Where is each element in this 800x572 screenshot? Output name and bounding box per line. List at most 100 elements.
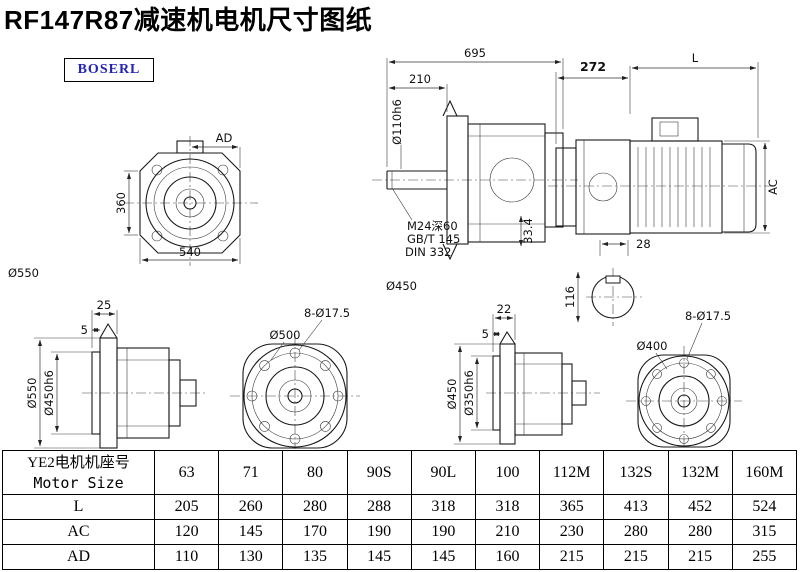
- dim-bcd-400-label: Ø400: [636, 339, 667, 353]
- dim-od-550: Ø550: [25, 337, 100, 449]
- dim-540-label: 540: [179, 245, 201, 259]
- size-col-header: 63: [153, 450, 220, 495]
- dim-272: 272: [555, 59, 631, 144]
- size-col-header: 90L: [410, 450, 476, 495]
- dim-116: 116: [563, 271, 581, 323]
- row-label-AC: AC: [2, 519, 155, 545]
- shaft-section-view: 28 116: [563, 237, 651, 326]
- cell-AC: 210: [474, 519, 541, 545]
- dim-210-label: 210: [409, 72, 431, 86]
- cell-AD: 145: [346, 544, 412, 570]
- cell-AD: 215: [539, 544, 605, 570]
- dim-spigot-450h6: Ø450h6: [42, 351, 92, 435]
- dim-spigot-350h6: Ø350h6: [462, 355, 493, 431]
- dim-ad: AD: [191, 131, 241, 168]
- cell-AC: 190: [410, 519, 476, 545]
- dim-5a: 5: [81, 323, 101, 337]
- dim-5a-label: 5: [81, 323, 88, 337]
- dim-spigot-450h6-label: Ø450h6: [42, 370, 56, 416]
- dim-bcd-500: Ø500: [269, 328, 301, 361]
- flange-outline: [139, 152, 241, 254]
- page-title: RF147R87减速机电机尺寸图纸: [4, 5, 373, 35]
- cell-AD: 215: [603, 544, 669, 570]
- dim-shaft-dia-label: Ø110h6: [390, 99, 404, 145]
- dim-22: 22: [492, 302, 516, 352]
- view-side-flange450: 22 5 Ø350h6 Ø450: [445, 302, 600, 445]
- dim-334: 33.4: [518, 215, 535, 247]
- label-flange-450: Ø450: [386, 279, 417, 293]
- table-header-row: YE2电机机座号 Motor Size 63 71 80 90S 90L 100…: [2, 450, 798, 495]
- dim-shaft-dia: Ø110h6: [390, 99, 404, 169]
- cell-AC: 120: [153, 519, 220, 545]
- cell-AD: 145: [410, 544, 476, 570]
- dim-holes-400: 8-Ø17.5: [685, 309, 731, 360]
- note-gbt145: GB/T 145: [407, 232, 460, 246]
- view-side-motor: 272 L AC: [548, 51, 780, 326]
- note-tapped-hole: M24深60 GB/T 145 DIN 332: [391, 187, 460, 259]
- dim-od-450: Ø450: [445, 343, 500, 445]
- cell-L: 413: [603, 494, 669, 520]
- size-col-header: 160M: [731, 450, 798, 495]
- cell-L: 260: [218, 494, 284, 520]
- note-din332: DIN 332: [405, 245, 451, 259]
- size-col-header: 80: [282, 450, 348, 495]
- cell-AC: 145: [218, 519, 284, 545]
- dim-od-450-label: Ø450: [445, 378, 459, 409]
- dim-spigot-350h6-label: Ø350h6: [462, 370, 476, 416]
- cell-AD: 215: [667, 544, 733, 570]
- dim-holes-550: 8-Ø17.5: [298, 306, 350, 351]
- terminal-box: [651, 117, 699, 142]
- technical-drawing: AD 360 540 Ø550: [8, 46, 780, 449]
- keyway: [605, 275, 621, 284]
- cell-L: 365: [539, 494, 605, 520]
- motor-body: [629, 140, 723, 234]
- dim-272-label: 272: [580, 59, 606, 74]
- size-col-header: 112M: [539, 450, 605, 495]
- gearhead-step: [555, 147, 577, 227]
- cell-AC: 315: [731, 519, 798, 545]
- cell-AC: 190: [346, 519, 412, 545]
- bolt-holes-450: [641, 358, 727, 444]
- dim-695: 695: [386, 46, 564, 167]
- table-title-en: Motor Size: [33, 473, 124, 492]
- brand-logo-text: BOSERL: [77, 62, 141, 77]
- dim-5b-label: 5: [482, 327, 489, 341]
- dim-25-label: 25: [97, 298, 112, 312]
- dim-695-label: 695: [464, 46, 486, 60]
- brand-logo: BOSERL: [64, 58, 154, 82]
- view-front-flange450: Ø400 8-Ø17.5: [626, 309, 742, 449]
- size-col-header: 132M: [667, 450, 733, 495]
- view-side-reducer: 695 210 Ø110h6 M24深60 GB/T 145 DIN 332 3…: [372, 46, 578, 293]
- dim-28: 28: [599, 237, 651, 256]
- cell-AC: 280: [667, 519, 733, 545]
- table-row-AC: AC 120 145 170 190 190 210 230 280 280 3…: [2, 519, 798, 545]
- view-side-flange550: 25 5 Ø450h6 Ø550: [25, 298, 208, 449]
- dim-540: 540: [139, 238, 241, 264]
- cell-AC: 230: [539, 519, 605, 545]
- dim-22-label: 22: [497, 302, 512, 316]
- dim-360-label: 360: [114, 192, 128, 214]
- cell-L: 318: [474, 494, 541, 520]
- row-label-AD: AD: [2, 544, 155, 570]
- view-front-reducer: AD 360 540 Ø550: [8, 131, 258, 280]
- cell-AD: 130: [218, 544, 284, 570]
- view-front-flange550: Ø500 8-Ø17.5: [230, 306, 360, 449]
- dim-bcd-400: Ø400: [636, 339, 668, 370]
- dim-holes-550-label: 8-Ø17.5: [304, 306, 350, 320]
- dim-28-label: 28: [636, 237, 651, 251]
- cell-AC: 170: [282, 519, 348, 545]
- dim-5b: 5: [482, 327, 501, 341]
- flange-tab-bottom: [442, 243, 458, 261]
- cell-AD: 255: [731, 544, 798, 570]
- dim-l-label: L: [692, 51, 699, 65]
- cell-L: 205: [153, 494, 220, 520]
- row-label-L: L: [2, 494, 155, 520]
- motor-fins: [637, 147, 711, 227]
- dim-bcd-500-label: Ø500: [269, 328, 300, 342]
- dim-od-550-label: Ø550: [25, 377, 39, 408]
- flange-tab-top: [442, 99, 458, 117]
- dim-25: 25: [91, 298, 118, 348]
- table-row-AD: AD 110 130 135 145 145 160 215 215 215 2…: [2, 544, 798, 570]
- cell-AC: 280: [603, 519, 669, 545]
